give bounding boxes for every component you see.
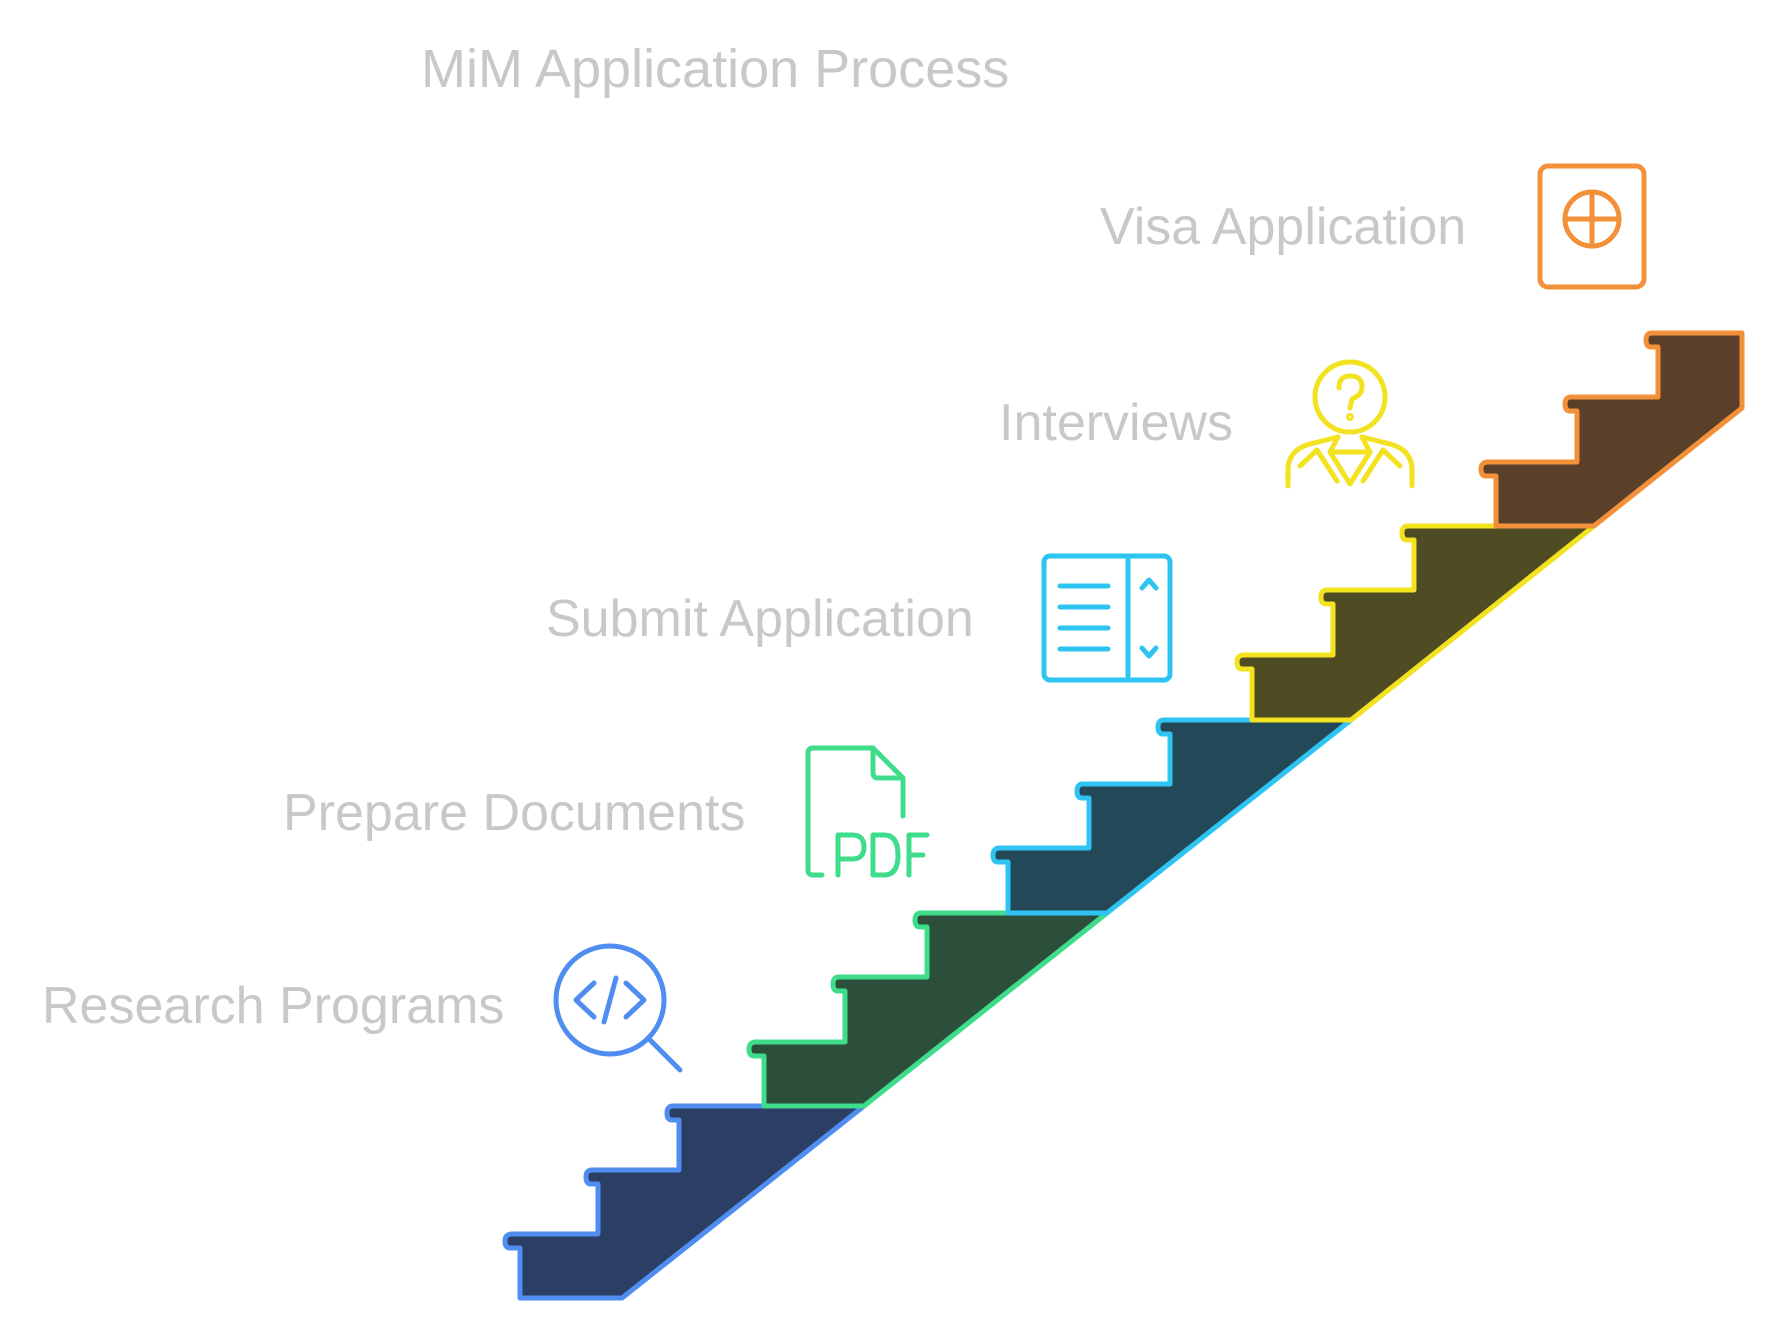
stair-segment-3 — [990, 717, 1354, 916]
stair-segment-5 — [1478, 330, 1745, 529]
interviewer-question-icon — [1285, 359, 1415, 489]
stair-fill-4 — [1234, 523, 1597, 723]
step-label-research-programs: Research Programs — [42, 977, 505, 1035]
stair-fill-1 — [502, 1103, 867, 1301]
pdf-document-icon — [805, 745, 930, 878]
stair-fill-3 — [990, 717, 1354, 916]
stair-segment-4 — [1234, 523, 1597, 723]
stair-fill-2 — [746, 910, 1110, 1109]
step-label-submit-application: Submit Application — [546, 590, 974, 648]
form-list-icon — [1041, 553, 1173, 683]
step-label-visa-application: Visa Application — [1100, 198, 1467, 256]
stair-fill-5 — [1478, 330, 1745, 529]
step-label-prepare-documents: Prepare Documents — [283, 784, 746, 842]
step-label-interviews: Interviews — [999, 394, 1234, 452]
stair-segment-2 — [746, 910, 1110, 1109]
passport-globe-icon — [1537, 163, 1647, 290]
code-search-icon — [553, 943, 683, 1073]
stair-segment-1 — [502, 1103, 867, 1301]
diagram-title: MiM Application Process — [421, 39, 1010, 99]
